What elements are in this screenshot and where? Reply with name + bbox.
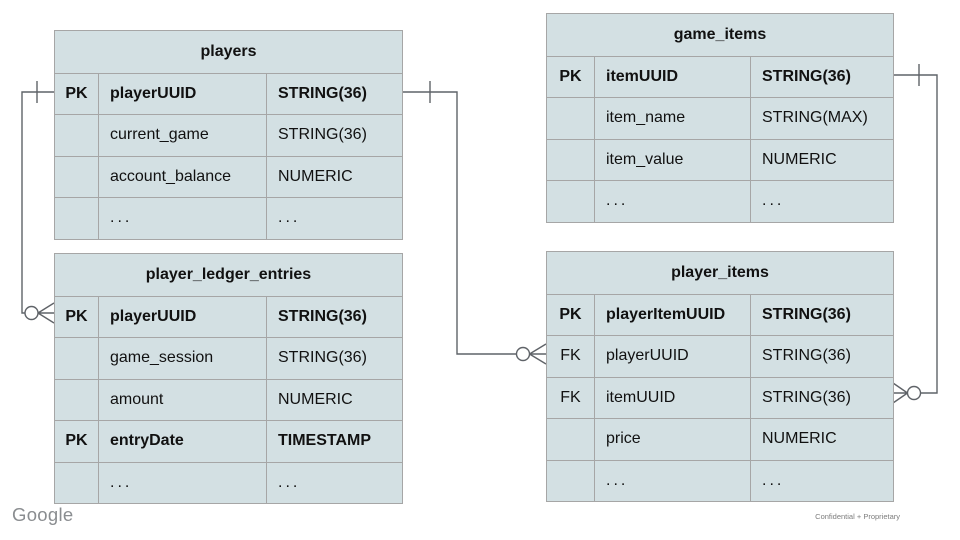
table-row: ... ...: [55, 197, 402, 239]
key-cell: [547, 418, 594, 460]
column-name-cell: itemUUID: [594, 55, 750, 97]
column-type-cell: STRING(36): [266, 295, 402, 337]
google-logo: Google: [12, 504, 74, 525]
key-cell: FK: [547, 376, 594, 419]
table-row: FK itemUUID STRING(36): [547, 376, 893, 419]
key-cell: PK: [55, 295, 98, 338]
column-name-cell: ...: [594, 459, 750, 501]
column-name-cell: item_value: [594, 138, 750, 180]
column-name-cell: item_name: [594, 97, 750, 139]
column-name-cell: playerItemUUID: [594, 293, 750, 335]
column-type-cell: NUMERIC: [266, 155, 402, 197]
table-row: amount NUMERIC: [55, 378, 402, 421]
column-name-cell: itemUUID: [594, 376, 750, 418]
table-row: PK entryDate TIMESTAMP: [55, 420, 402, 462]
key-cell: FK: [547, 335, 594, 377]
column-name-cell: entryDate: [98, 420, 266, 462]
key-cell: [55, 337, 98, 379]
key-cell: [547, 138, 594, 181]
key-cell: [547, 180, 594, 222]
key-cell: PK: [547, 293, 594, 336]
key-cell: [547, 459, 594, 502]
key-cell: PK: [55, 72, 98, 115]
table-row: FK playerUUID STRING(36): [547, 335, 893, 377]
column-type-cell: STRING(36): [266, 72, 402, 114]
column-type-cell: STRING(36): [750, 376, 893, 418]
key-cell: [55, 378, 98, 421]
table-row: PK itemUUID STRING(36): [547, 55, 893, 98]
column-name-cell: account_balance: [98, 155, 266, 197]
column-name-cell: playerUUID: [594, 335, 750, 377]
key-cell: PK: [547, 55, 594, 98]
confidentiality-label: Confidential + Proprietary: [815, 512, 900, 521]
table-row: PK playerUUID STRING(36): [55, 72, 402, 115]
column-name-cell: ...: [98, 461, 266, 503]
key-cell: [55, 155, 98, 198]
table-row: PK playerUUID STRING(36): [55, 295, 402, 338]
relationship-players-player-items: [403, 81, 547, 365]
column-type-cell: NUMERIC: [750, 418, 893, 460]
relationship-players-ledger: [21, 81, 55, 324]
column-name-cell: ...: [594, 180, 750, 222]
column-name-cell: ...: [98, 197, 266, 239]
table-row: item_value NUMERIC: [547, 138, 893, 181]
column-type-cell: ...: [266, 461, 402, 503]
table-game-items: game_items PK itemUUID STRING(36) item_n…: [546, 13, 894, 223]
relationship-game-items-player-items: [892, 64, 938, 404]
key-cell: PK: [55, 420, 98, 462]
column-name-cell: playerUUID: [98, 72, 266, 114]
key-cell: [55, 461, 98, 504]
column-type-cell: ...: [266, 197, 402, 239]
table-row: ... ...: [547, 459, 893, 502]
column-name-cell: game_session: [98, 337, 266, 379]
table-title: player_items: [671, 264, 769, 281]
table-row: item_name STRING(MAX): [547, 97, 893, 139]
key-cell: [55, 197, 98, 239]
key-cell: [55, 114, 98, 156]
table-row: ... ...: [547, 180, 893, 222]
table-title: players: [200, 43, 257, 60]
column-type-cell: NUMERIC: [750, 138, 893, 180]
column-name-cell: current_game: [98, 114, 266, 156]
column-type-cell: STRING(36): [750, 293, 893, 335]
column-type-cell: STRING(36): [750, 55, 893, 97]
table-row: price NUMERIC: [547, 418, 893, 460]
column-name-cell: price: [594, 418, 750, 460]
column-type-cell: ...: [750, 459, 893, 501]
table-row: account_balance NUMERIC: [55, 155, 402, 198]
table-row: current_game STRING(36): [55, 114, 402, 156]
table-row: PK playerItemUUID STRING(36): [547, 293, 893, 336]
column-type-cell: STRING(MAX): [750, 97, 893, 139]
column-type-cell: NUMERIC: [266, 378, 402, 420]
column-type-cell: ...: [750, 180, 893, 222]
table-title: player_ledger_entries: [145, 266, 312, 283]
table-row: ... ...: [55, 461, 402, 504]
table-player-items: player_items PK playerItemUUID STRING(36…: [546, 251, 894, 502]
column-name-cell: playerUUID: [98, 295, 266, 337]
column-name-cell: amount: [98, 378, 266, 420]
table-player-ledger-entries: player_ledger_entries PK playerUUID STRI…: [54, 253, 403, 504]
table-title: game_items: [673, 26, 767, 43]
column-type-cell: STRING(36): [750, 335, 893, 377]
column-type-cell: STRING(36): [266, 114, 402, 156]
key-cell: [547, 97, 594, 139]
table-row: game_session STRING(36): [55, 337, 402, 379]
column-type-cell: TIMESTAMP: [266, 420, 402, 462]
column-type-cell: STRING(36): [266, 337, 402, 379]
table-players: players PK playerUUID STRING(36) current…: [54, 30, 403, 240]
